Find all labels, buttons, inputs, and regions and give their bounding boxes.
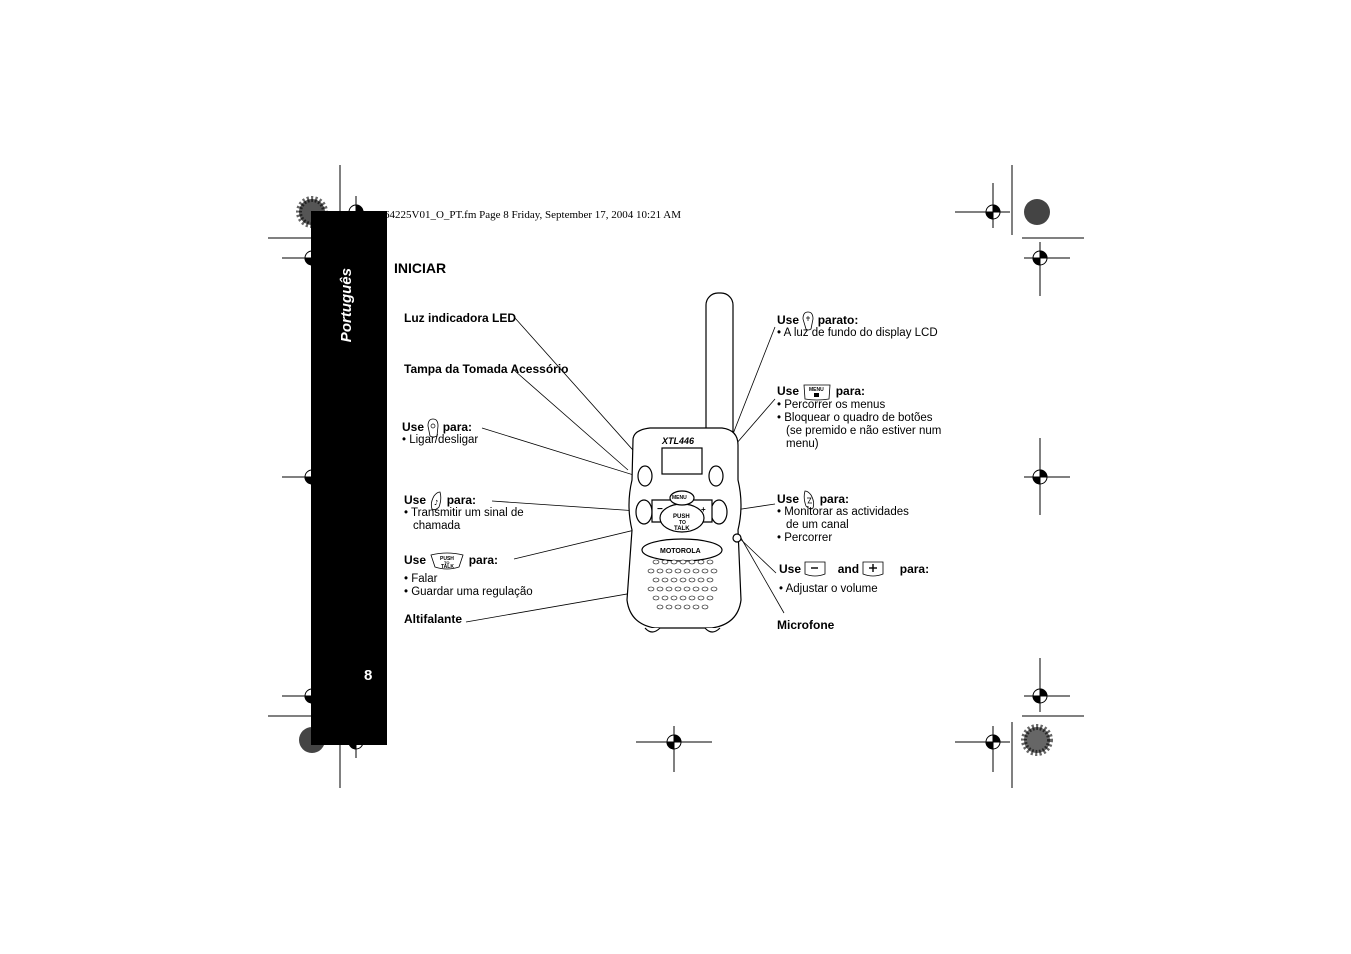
call-button-icon: ♪ bbox=[431, 491, 442, 511]
menu-callout-title: Use MENU para: bbox=[777, 383, 865, 401]
monitor-button-icon bbox=[804, 490, 815, 510]
menu-lock-button-icon: MENU bbox=[803, 384, 831, 401]
ptt-callout-items: • Falar • Guardar uma regulação bbox=[404, 573, 533, 598]
call-callout-items: • Transmitir um sinal de chamada bbox=[404, 507, 524, 532]
power-callout-items: • Ligar/desligar bbox=[402, 434, 479, 446]
light-callout-title: Use parato: bbox=[777, 311, 858, 331]
volume-callout-items: • Adjustar o volume bbox=[779, 583, 878, 595]
menu-callout-items: • Percorrer os menus • Bloquear o quadro… bbox=[777, 399, 942, 450]
svg-text:−: − bbox=[657, 504, 663, 515]
radio-ptt-line3: TALK bbox=[674, 526, 690, 532]
svg-text:TALK: TALK bbox=[441, 564, 454, 570]
mic-callout: Microfone bbox=[777, 618, 835, 632]
speaker-callout: Altifalante bbox=[404, 612, 463, 626]
power-callout-title: Use para: bbox=[402, 418, 472, 438]
volume-down-icon bbox=[804, 561, 826, 577]
accessory-callout: Tampa da Tomada Acessório bbox=[404, 362, 569, 376]
svg-text:TO: TO bbox=[444, 560, 449, 565]
radio-menu-label: MENU bbox=[672, 495, 687, 501]
svg-text:♪: ♪ bbox=[434, 499, 438, 507]
light-callout-items: • A luz de fundo do display LCD bbox=[777, 327, 938, 339]
svg-text:+: + bbox=[701, 505, 706, 514]
svg-text:PUSH: PUSH bbox=[440, 556, 454, 562]
language-sidebar bbox=[311, 211, 387, 745]
radio-model-label: XTL446 bbox=[661, 436, 695, 446]
led-callout: Luz indicadora LED bbox=[404, 311, 517, 325]
section-title: INICIAR bbox=[394, 260, 447, 276]
monitor-callout-items: • Monitorar as actividades de um canal •… bbox=[777, 506, 909, 544]
radio-brand-label: MOTOROLA bbox=[660, 548, 701, 555]
svg-text:MENU: MENU bbox=[809, 387, 824, 393]
light-button-icon bbox=[802, 311, 814, 331]
page-number: 8 bbox=[364, 667, 373, 684]
power-button-icon bbox=[427, 418, 439, 438]
volume-callout-title: Use and para: bbox=[779, 561, 929, 579]
radio-ptt-line2: TO bbox=[679, 520, 686, 526]
radio-ptt-line1: PUSH bbox=[673, 514, 690, 520]
monitor-callout-title: Use para: bbox=[777, 490, 849, 510]
volume-up-icon bbox=[862, 561, 884, 577]
call-callout-title: Use ♪ para: bbox=[404, 491, 476, 511]
file-header: 64225V01_O_PT.fm Page 8 Friday, Septembe… bbox=[384, 209, 681, 221]
